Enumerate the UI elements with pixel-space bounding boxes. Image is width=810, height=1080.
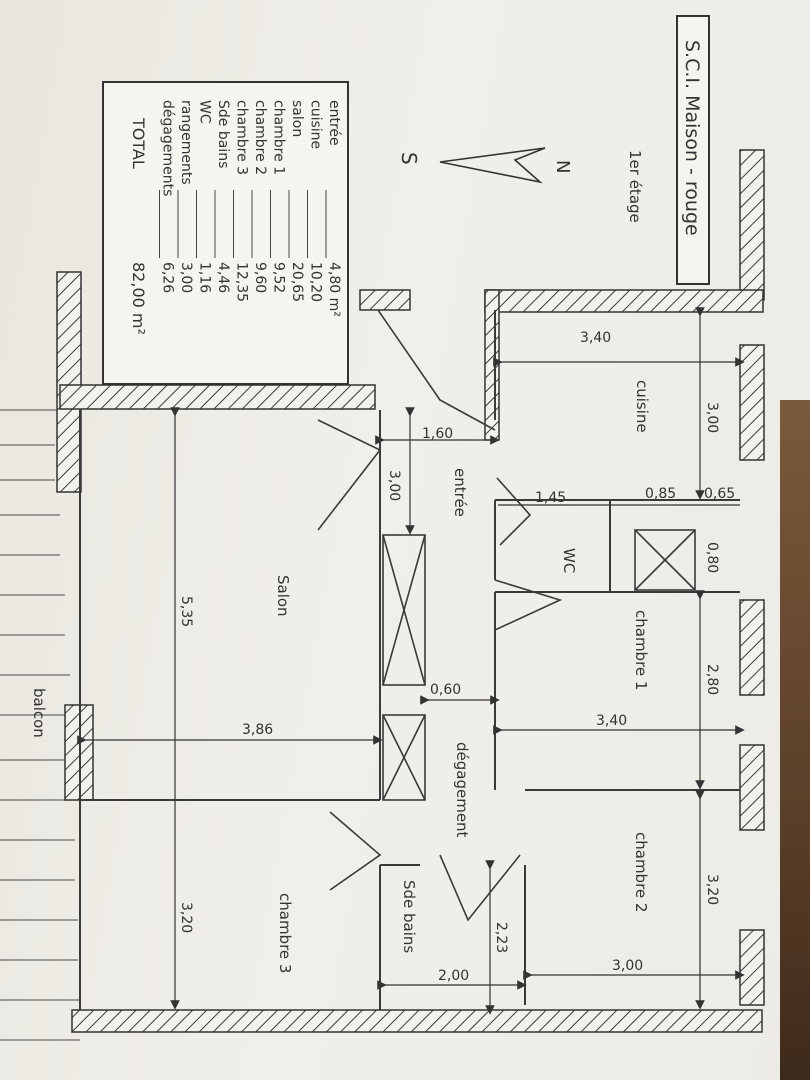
legend-total-label: TOTAL bbox=[129, 117, 148, 169]
legend-room-name: Sde bains bbox=[215, 100, 231, 168]
legend-room-name: rangements bbox=[178, 100, 194, 185]
legend-area-value: 10,20 bbox=[308, 262, 324, 302]
legend-area-value: 1,16 bbox=[197, 262, 213, 293]
dim-entree-length: 3,00 bbox=[386, 470, 402, 501]
legend-room-name: chambre 3 bbox=[234, 100, 250, 175]
dim-salon-length: 5,35 bbox=[178, 596, 194, 627]
interior-walls bbox=[79, 310, 740, 1010]
legend-area-value: 3,00 bbox=[178, 262, 194, 293]
storage-closets bbox=[382, 529, 696, 801]
room-cuisine: cuisine bbox=[633, 380, 651, 433]
room-labels: cuisine entrée WC chambre 1 chambre 2 ch… bbox=[30, 380, 651, 973]
room-degagement: dégagement bbox=[453, 742, 471, 838]
compass-south: S bbox=[397, 152, 421, 165]
floor-label: 1er étage bbox=[626, 150, 644, 223]
legend-area-value: 4,46 bbox=[215, 262, 231, 293]
dim-chambre2-width: 3,00 bbox=[612, 958, 643, 974]
table-wood-edge bbox=[780, 400, 810, 1080]
legend-room-name: WC bbox=[197, 100, 213, 124]
dim-chambre3-length: 3,20 bbox=[178, 902, 194, 933]
balcony-railing bbox=[0, 409, 80, 1041]
legend-room-name: chambre 1 bbox=[271, 100, 287, 175]
dim-salon-width: 3,86 bbox=[242, 722, 273, 738]
legend-area-value: 9,60 bbox=[252, 262, 268, 293]
dim-chambre1-length: 2,80 bbox=[704, 664, 720, 695]
dim-chambre2-length: 3,20 bbox=[704, 874, 720, 905]
legend-room-name: cuisine bbox=[308, 100, 324, 149]
dim-145: 1,45 bbox=[535, 490, 566, 506]
room-sdb: Sde bains bbox=[400, 880, 418, 953]
room-chambre3: chambre 3 bbox=[276, 893, 294, 973]
legend-area-value: 12,35 bbox=[234, 262, 250, 302]
dim-chambre1-width: 3,40 bbox=[596, 713, 627, 729]
dim-085: 0,85 bbox=[645, 486, 676, 502]
legend-room-name: chambre 2 bbox=[252, 100, 268, 175]
legend-total-value: 82,00 m² bbox=[129, 262, 148, 335]
legend-area-value: 9,52 bbox=[271, 262, 287, 293]
dim-080: 0,80 bbox=[704, 542, 720, 573]
room-chambre1: chambre 1 bbox=[632, 610, 650, 690]
dim-060: 0,60 bbox=[430, 682, 461, 698]
dim-sdb-width: 2,00 bbox=[438, 968, 469, 984]
dim-entree-width: 1,60 bbox=[422, 426, 453, 442]
room-wc: WC bbox=[560, 548, 578, 573]
dimension-lines bbox=[77, 307, 745, 1015]
dim-065: 0,65 bbox=[704, 486, 735, 502]
dim-cuisine-length: 3,00 bbox=[704, 402, 720, 433]
room-salon: Salon bbox=[274, 575, 292, 617]
legend-room-name: dégagements bbox=[160, 100, 176, 196]
room-balcon: balcon bbox=[30, 688, 48, 738]
dim-sdb-length: 2,23 bbox=[493, 922, 509, 953]
compass-arrow: N S bbox=[397, 147, 573, 184]
plan-title: S.C.I. Maison - rouge bbox=[681, 40, 703, 236]
dimension-labels: 3,40 3,00 1,60 3,00 1,45 0,85 0,65 0,80 … bbox=[178, 330, 735, 984]
legend-area-value: 20,65 bbox=[289, 262, 305, 302]
room-chambre2: chambre 2 bbox=[632, 832, 650, 912]
dim-cuisine-width: 3,40 bbox=[580, 330, 611, 346]
compass-north: N bbox=[552, 160, 573, 173]
legend-room-name: entrée bbox=[326, 100, 342, 146]
room-entree: entrée bbox=[451, 468, 469, 517]
legend-area-value: 6,26 bbox=[160, 262, 176, 293]
door-swings bbox=[317, 309, 563, 922]
legend-table: entrée 4,80 m² cuisine 10,20 salon 20,65 chamb… bbox=[129, 100, 342, 335]
legend-area-value: 4,80 m² bbox=[326, 262, 342, 317]
title-box bbox=[676, 15, 710, 285]
legend-room-name: salon bbox=[289, 100, 305, 137]
